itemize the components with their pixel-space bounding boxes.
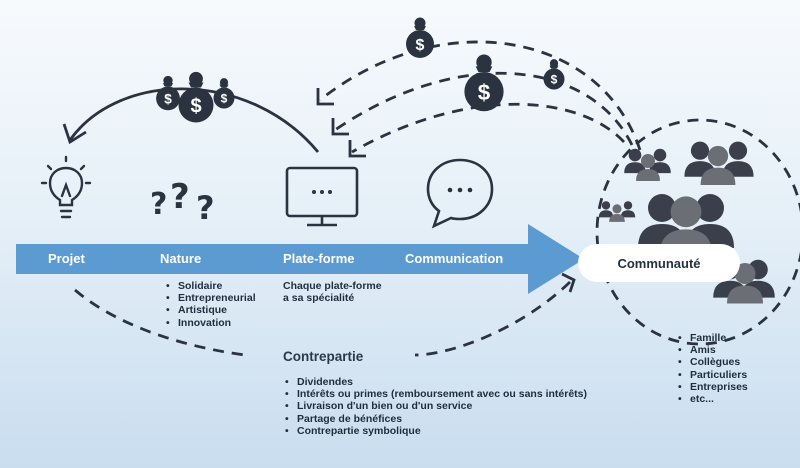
- list-item: Particuliers: [678, 369, 748, 381]
- return-arcs: [319, 40, 642, 154]
- list-item: Collègues: [678, 356, 748, 368]
- stage-label-nature: Nature: [160, 251, 202, 266]
- svg-text:?: ?: [170, 177, 190, 217]
- contrepartie-list: Dividendes Intérêts ou primes (rembourse…: [285, 376, 587, 437]
- stage-label-communication: Communication: [405, 251, 504, 266]
- list-item: Partage de bénéfices: [285, 413, 587, 425]
- return-arc-heads: [316, 88, 366, 158]
- contrepartie-arc-left: [74, 288, 246, 357]
- list-item: Amis: [678, 344, 748, 356]
- communaute-list: Famille Amis Collègues Particuliers Entr…: [678, 332, 748, 405]
- list-item: Livraison d'un bien ou d'un service: [285, 400, 587, 412]
- speech-bubble-icon: [426, 158, 494, 229]
- nature-list: Solidaire Entrepreneurial Artistique Inn…: [166, 280, 256, 329]
- plateforme-description-line: a sa spécialité: [283, 292, 355, 304]
- list-item: Dividendes: [285, 376, 587, 388]
- list-item: Contrepartie symbolique: [285, 425, 587, 437]
- list-item: Entrepreneurial: [166, 292, 256, 304]
- stage-label-plateforme: Plate-forme: [283, 251, 355, 266]
- list-item: Solidaire: [166, 280, 256, 292]
- plateforme-description: Chaque plate-forme a sa spécialité: [283, 280, 382, 304]
- list-item: etc...: [678, 393, 748, 405]
- list-item: Intérêts ou primes (remboursement avec o…: [285, 388, 587, 400]
- plateforme-description-line: Chaque plate-forme: [283, 280, 382, 292]
- funding-arc: [68, 87, 320, 153]
- stage-label-projet: Projet: [48, 251, 85, 266]
- monitor-icon: [285, 166, 359, 227]
- main-arrow: [16, 224, 584, 294]
- question-marks-icon: ? ? ?: [150, 177, 215, 227]
- funding-arc-head: [62, 123, 87, 145]
- contrepartie-arc: [414, 280, 571, 357]
- money-bag-icon: [156, 17, 565, 123]
- stage-label-communaute: Communauté: [578, 244, 740, 282]
- contrepartie-title: Contrepartie: [283, 349, 364, 364]
- contrepartie-arc-head: [561, 272, 576, 293]
- list-item: Famille: [678, 332, 748, 344]
- svg-text:?: ?: [150, 187, 167, 222]
- list-item: Innovation: [166, 317, 256, 329]
- list-item: Artistique: [166, 304, 256, 316]
- lightbulb-icon: [40, 155, 92, 219]
- svg-text:?: ?: [196, 189, 215, 227]
- list-item: Entreprises: [678, 381, 748, 393]
